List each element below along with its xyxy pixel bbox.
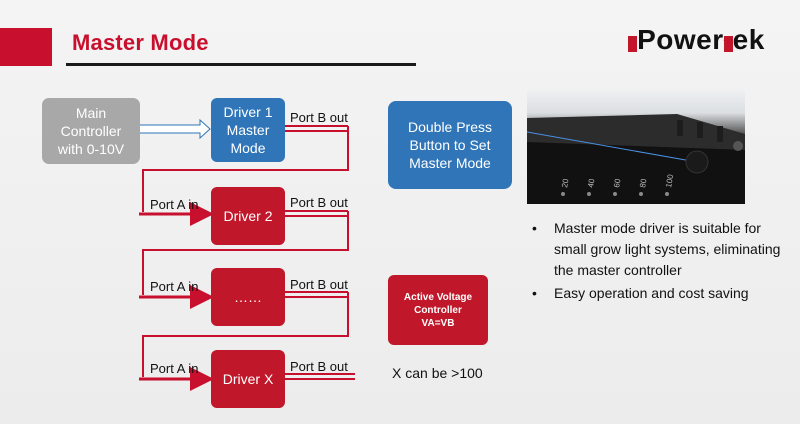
avc-line1: Active Voltage — [403, 291, 473, 303]
driver-photo: 20 40 60 80 100 — [527, 90, 745, 204]
port-a-label-4: Port A in — [150, 361, 199, 376]
avc-line2: Controller — [414, 304, 462, 316]
port-a-label-2: Port A in — [150, 197, 199, 212]
port-b-label-3: Port B out — [290, 277, 348, 292]
x-note: X can be >100 — [392, 365, 483, 381]
bullet-text-1: Master mode driver is suitable for small… — [554, 220, 781, 278]
page-title: Master Mode — [72, 30, 209, 55]
dial-label-40: 40 — [586, 177, 597, 188]
logo-part-t: T — [723, 36, 733, 52]
port-b-label-4: Port B out — [290, 359, 348, 374]
avc-box: Active Voltage Controller VA=VB — [388, 275, 488, 345]
title-accent-bar — [0, 28, 52, 66]
dial-label-60: 60 — [612, 177, 623, 188]
driver-mid-label: …… — [234, 289, 262, 305]
driver1-line1: Driver 1 — [223, 104, 273, 120]
main-controller-line1: Main — [75, 105, 107, 121]
driverX-box: Driver X — [211, 350, 285, 408]
driver-mid-box: …… — [211, 268, 285, 326]
feature-list: • Master mode driver is suitable for sma… — [532, 218, 794, 306]
main-controller-line2: Controller — [60, 123, 122, 139]
dial-label-20: 20 — [560, 177, 571, 188]
main-controller-line3: with 0-10V — [57, 141, 125, 157]
driver-photo-graphic: 20 40 60 80 100 — [527, 114, 745, 204]
double-press-line1: Double Press — [407, 119, 493, 135]
driver2-label: Driver 2 — [223, 208, 273, 224]
dial-label-100: 100 — [664, 173, 675, 188]
driver1-line3: Mode — [230, 140, 266, 156]
logo-part-u: u — [628, 36, 638, 52]
driver1-box: Driver 1 Master Mode — [211, 98, 285, 162]
logo-part-ek: ek — [732, 24, 765, 55]
logo-part-power: Power — [637, 24, 724, 55]
port-b-label-2: Port B out — [290, 195, 348, 210]
double-press-box: Double Press Button to Set Master Mode — [388, 101, 512, 189]
list-item: • Master mode driver is suitable for sma… — [532, 218, 794, 281]
list-item: • Easy operation and cost saving — [532, 283, 794, 304]
bullet-icon: • — [532, 220, 537, 236]
main-controller-box: Main Controller with 0-10V — [42, 98, 140, 164]
driver2-box: Driver 2 — [211, 187, 285, 245]
bullet-text-2: Easy operation and cost saving — [554, 285, 749, 301]
double-press-line2: Button to Set — [409, 137, 491, 153]
driver1-line2: Master — [226, 122, 270, 138]
port-a-label-3: Port A in — [150, 279, 199, 294]
title-underline — [66, 63, 416, 66]
port-b-label-1: Port B out — [290, 110, 348, 125]
driverX-label: Driver X — [222, 371, 274, 387]
bullet-icon: • — [532, 285, 537, 301]
avc-line3: VA=VB — [421, 317, 455, 329]
double-press-line3: Master Mode — [409, 155, 491, 171]
dial-label-80: 80 — [638, 177, 649, 188]
hollow-arrow — [138, 118, 211, 140]
brand-logo: uPowerTek — [628, 24, 765, 56]
